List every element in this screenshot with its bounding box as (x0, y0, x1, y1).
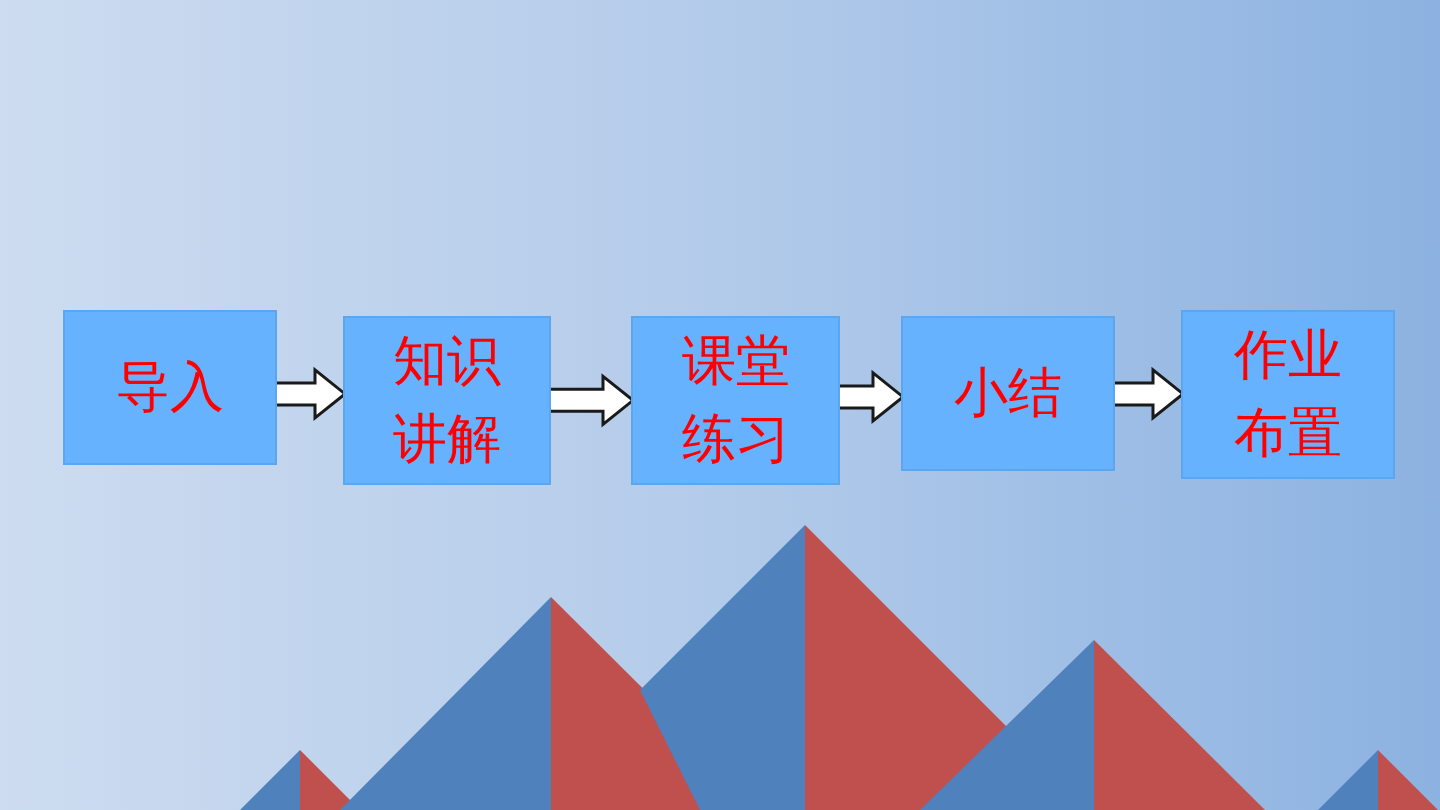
box-label: 课堂 练习 (673, 322, 797, 479)
process-box: 导入 (63, 310, 277, 465)
process-box: 课堂 练习 (631, 316, 840, 485)
process-box: 小结 (901, 316, 1115, 471)
box-label: 导入 (116, 348, 224, 426)
block-arrow (275, 370, 345, 418)
block-arrow (1113, 370, 1183, 418)
box-label: 小结 (954, 354, 1062, 432)
process-box: 知识 讲解 (343, 316, 551, 485)
process-box: 作业 布置 (1181, 310, 1395, 479)
block-arrow (838, 373, 903, 421)
box-label: 知识 讲解 (385, 322, 509, 479)
block-arrow (549, 376, 633, 424)
box-label: 作业 布置 (1226, 316, 1350, 473)
